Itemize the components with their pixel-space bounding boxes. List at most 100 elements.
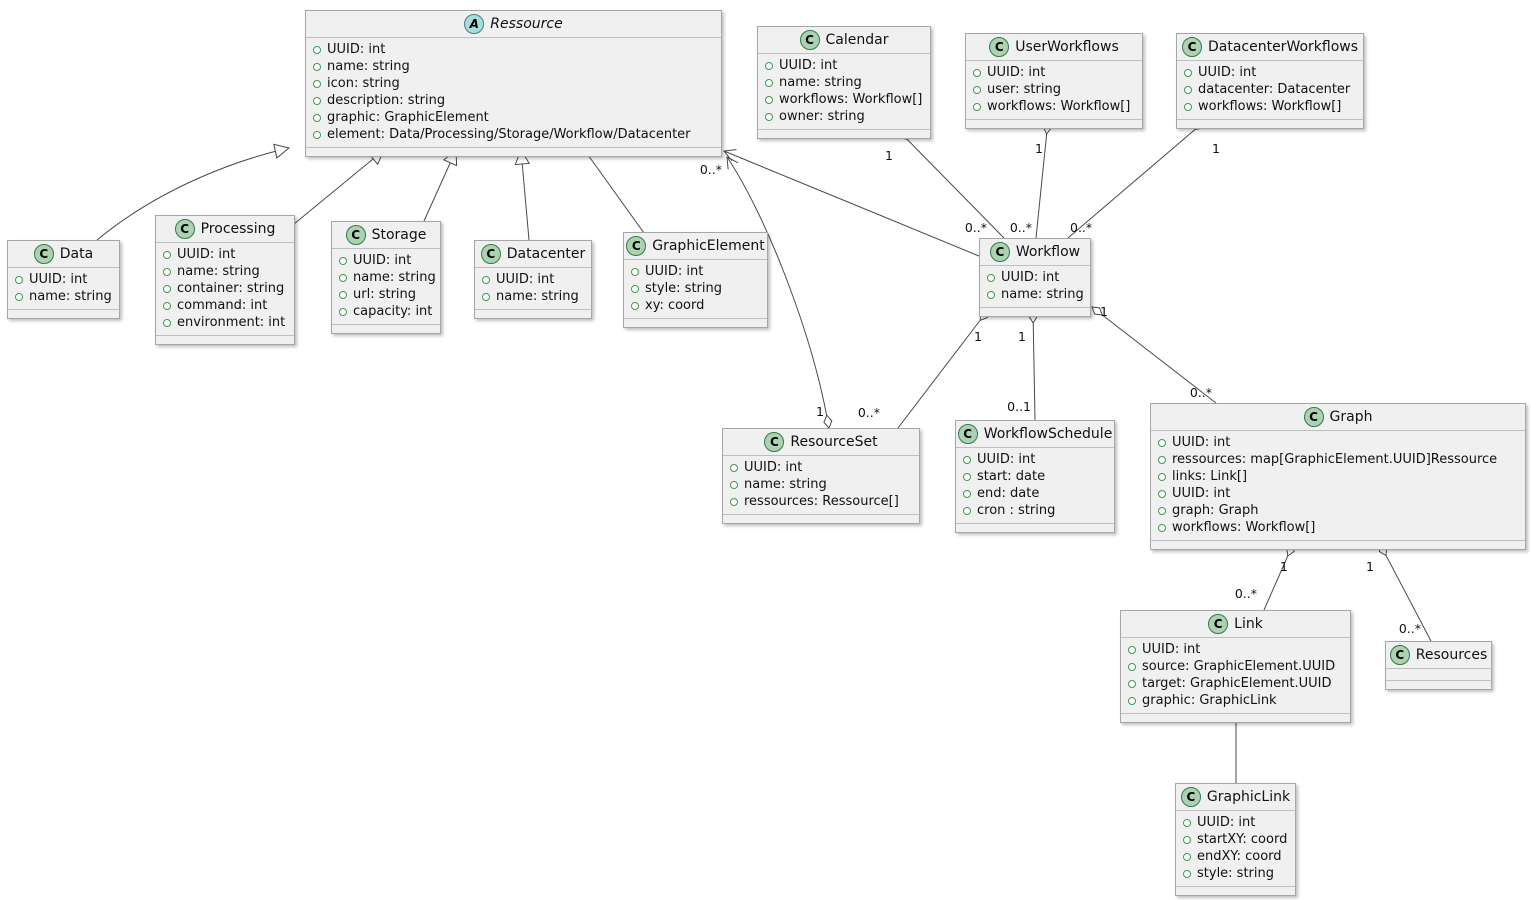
field-visibility-icon [963, 489, 971, 498]
class-title: C Storage [332, 222, 440, 249]
attribute: container: string [163, 280, 286, 297]
attribute-text: UUID: int [1197, 815, 1256, 830]
attribute-text: name: string [29, 289, 112, 304]
methods-compartment [8, 310, 119, 318]
attribute-text: name: string [779, 75, 862, 90]
aggregation-diamond-icon [823, 414, 833, 429]
multiplicity-label: 0..1 [1007, 399, 1031, 414]
methods-compartment [156, 336, 294, 344]
field-visibility-icon [1183, 818, 1191, 827]
field-visibility-icon [1183, 852, 1191, 861]
attribute: capacity: int [339, 303, 432, 320]
attribute-text: name: string [496, 289, 579, 304]
attribute: start: date [963, 468, 1106, 485]
field-visibility-icon [1184, 102, 1192, 111]
attribute-text: name: string [353, 270, 436, 285]
class-name: GraphicElement [652, 238, 765, 254]
attribute: workflows: Workflow[] [973, 98, 1134, 115]
attribute: endXY: coord [1183, 848, 1287, 865]
attribute: description: string [313, 92, 713, 109]
class-name: ResourceSet [790, 434, 878, 450]
attribute-text: UUID: int [1198, 65, 1257, 80]
class-name: Datacenter [506, 246, 586, 262]
attribute-text: command: int [177, 298, 268, 313]
attribute: links: Link[] [1158, 468, 1517, 485]
attribute-text: description: string [327, 93, 446, 108]
multiplicity-label: 0..* [1235, 586, 1257, 601]
class-icon: C [1181, 37, 1202, 57]
class-name: Storage [371, 227, 427, 243]
class-name: GraphicLink [1206, 789, 1291, 805]
attribute-text: UUID: int [1142, 642, 1201, 657]
attribute: UUID: int [963, 451, 1106, 468]
attribute: startXY: coord [1183, 831, 1287, 848]
attribute-text: ressources: map[GraphicElement.UUID]Ress… [1172, 452, 1498, 467]
class-name: Ressource [490, 16, 563, 32]
attribute: name: string [765, 74, 922, 91]
attribute-text: workflows: Workflow[] [1198, 99, 1342, 114]
methods-compartment [966, 120, 1142, 128]
field-visibility-icon [313, 96, 321, 105]
methods-compartment [475, 310, 591, 318]
attribute-text: name: string [1001, 287, 1084, 302]
class-name: Processing [200, 221, 276, 237]
attribute: name: string [15, 288, 112, 305]
attribute: ressources: Ressource[] [730, 493, 911, 510]
multiplicity-label: 0..* [965, 220, 987, 235]
multiplicity-label: 1 [816, 404, 824, 419]
attribute: graphic: GraphicElement [313, 109, 713, 126]
class-name: DatacenterWorkflows [1207, 39, 1359, 55]
field-visibility-icon [765, 95, 773, 104]
attribute-text: UUID: int [987, 65, 1046, 80]
field-visibility-icon [973, 85, 981, 94]
attribute-text: UUID: int [1001, 270, 1060, 285]
attribute-text: UUID: int [29, 272, 88, 287]
attribute-text: target: GraphicElement.UUID [1142, 676, 1332, 691]
methods-compartment [1176, 887, 1295, 895]
field-visibility-icon [339, 307, 347, 316]
edge-userworkflows-workflow [1035, 120, 1049, 239]
attribute: graphic: GraphicLink [1128, 692, 1342, 709]
class-icon: C [345, 225, 366, 245]
attribute: UUID: int [1183, 814, 1287, 831]
attribute: name: string [163, 263, 286, 280]
field-visibility-icon [1158, 438, 1166, 447]
edge-data-ressource [96, 147, 290, 241]
class-icon: C [1208, 614, 1229, 634]
field-visibility-icon [765, 61, 773, 70]
class-icon: C [989, 37, 1010, 57]
attribute-text: user: string [987, 82, 1061, 97]
field-visibility-icon [765, 112, 773, 121]
attribute-text: endXY: coord [1197, 849, 1282, 864]
attribute-text: container: string [177, 281, 285, 296]
field-visibility-icon [339, 256, 347, 265]
attribute-text: UUID: int [779, 58, 838, 73]
edge-processing-ressource [293, 149, 385, 225]
attribute: UUID: int [730, 459, 911, 476]
field-visibility-icon [1158, 455, 1166, 464]
field-visibility-icon [163, 267, 171, 276]
methods-compartment [1177, 120, 1363, 128]
attribute: style: string [1183, 865, 1287, 882]
field-visibility-icon [730, 480, 738, 489]
attribute: UUID: int [163, 246, 286, 263]
attribute: name: string [313, 58, 713, 75]
multiplicity-label: 0..* [1190, 385, 1212, 400]
attribute-text: workflows: Workflow[] [1172, 520, 1316, 535]
attribute-text: environment: int [177, 315, 286, 330]
